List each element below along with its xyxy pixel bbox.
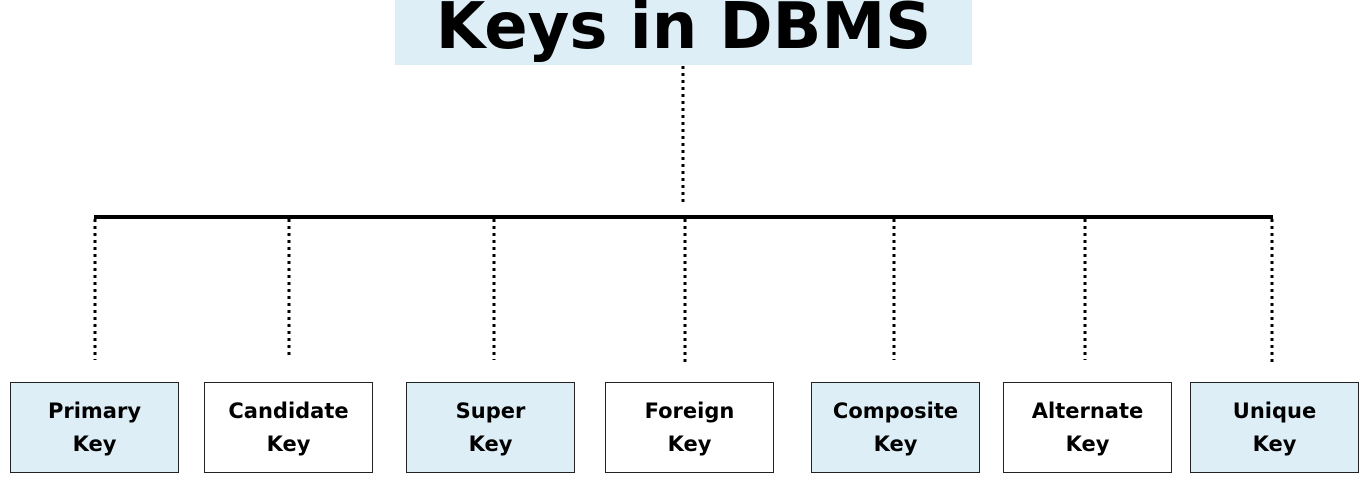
key-label-line1: Primary <box>47 398 142 423</box>
key-box-primary: Primary Key <box>10 382 179 473</box>
key-box-super: Super Key <box>406 382 575 473</box>
key-label: Alternate Key <box>1032 395 1144 461</box>
key-label: Super Key <box>456 395 526 461</box>
key-box-composite: Composite Key <box>811 382 980 473</box>
key-label-line1: Foreign <box>644 398 735 423</box>
key-label-line1: Candidate <box>228 398 349 423</box>
key-label-line2: Key <box>1065 431 1110 456</box>
key-label-line2: Key <box>72 431 117 456</box>
key-label-line2: Key <box>667 431 712 456</box>
key-label-line1: Unique <box>1232 398 1317 423</box>
key-label: Primary Key <box>48 395 141 461</box>
key-label-line1: Alternate <box>1031 398 1144 423</box>
key-label-line2: Key <box>266 431 311 456</box>
key-label-line1: Composite <box>832 398 959 423</box>
key-box-candidate: Candidate Key <box>204 382 373 473</box>
key-box-unique: Unique Key <box>1190 382 1359 473</box>
key-label-line1: Super <box>455 398 526 423</box>
key-label-line2: Key <box>873 431 918 456</box>
key-label-line2: Key <box>1252 431 1297 456</box>
title-box: Keys in DBMS <box>395 0 972 65</box>
diagram-title: Keys in DBMS <box>435 0 932 64</box>
key-label: Candidate Key <box>228 395 348 461</box>
key-label: Foreign Key <box>645 395 735 461</box>
key-box-foreign: Foreign Key <box>605 382 774 473</box>
key-box-alternate: Alternate Key <box>1003 382 1172 473</box>
key-label-line2: Key <box>468 431 513 456</box>
key-label: Unique Key <box>1233 395 1316 461</box>
key-label: Composite Key <box>833 395 958 461</box>
